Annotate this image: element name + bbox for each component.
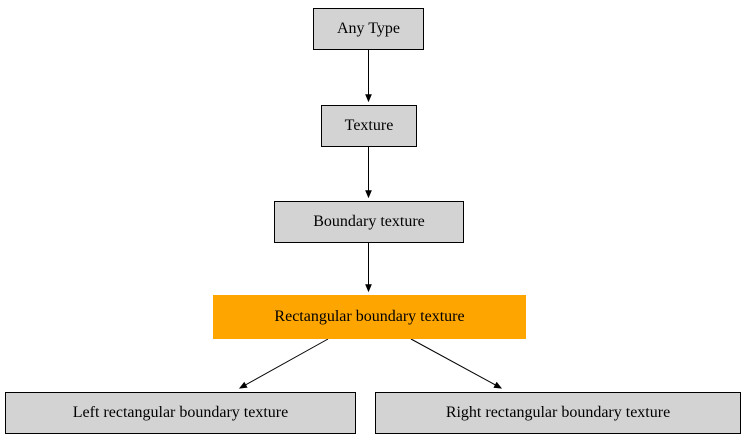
node-left-rectangular-boundary-texture: Left rectangular boundary texture bbox=[5, 392, 356, 434]
edge-rectangular-to-left-rectangular bbox=[238, 338, 329, 389]
node-right-rectangular-boundary-texture: Right rectangular boundary texture bbox=[375, 392, 741, 434]
node-rectangular-boundary-texture: Rectangular boundary texture bbox=[213, 295, 526, 339]
node-boundary-texture: Boundary texture bbox=[274, 201, 464, 243]
edge-rectangular-to-right-rectangular bbox=[410, 338, 503, 389]
node-any-type: Any Type bbox=[313, 8, 424, 50]
node-texture: Texture bbox=[321, 105, 417, 147]
